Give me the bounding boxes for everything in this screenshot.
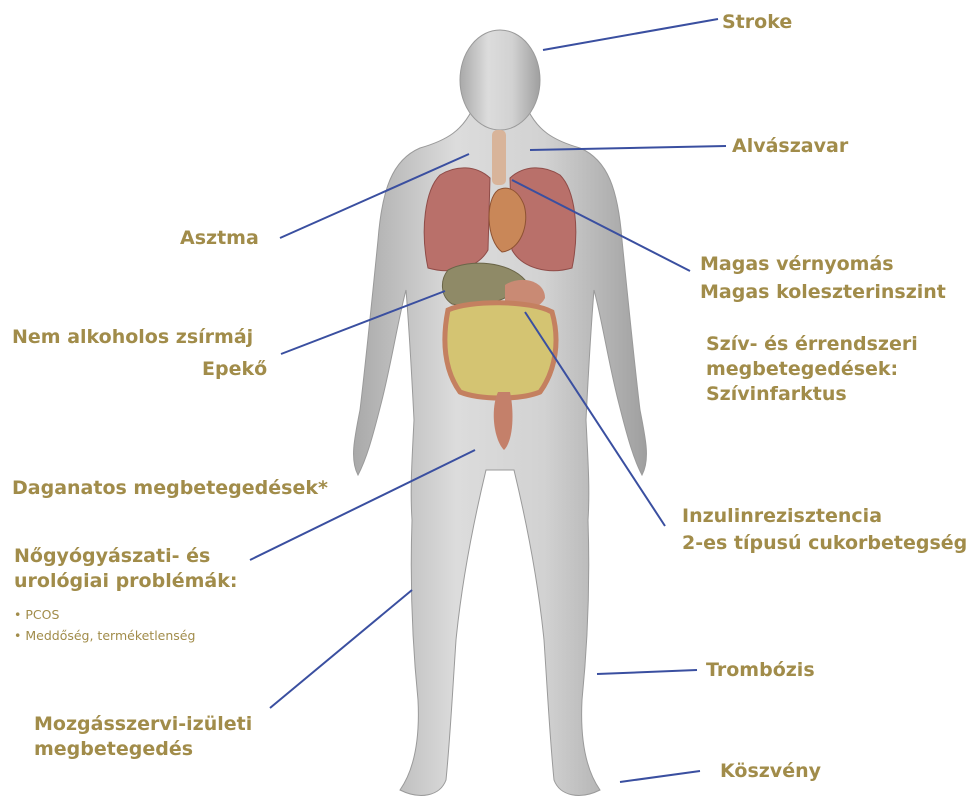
- label-diabetes: 2-es típusú cukorbetegség: [682, 531, 967, 556]
- label-gallstone: Epekő: [202, 357, 267, 382]
- label-cancer: Daganatos megbetegedések*: [12, 476, 328, 501]
- label-hypertension: Magas vérnyomás: [700, 252, 894, 277]
- gyn-uro-list-item: PCOS: [14, 604, 195, 625]
- gyn-uro-list-item: Meddőség, terméketlenség: [14, 625, 195, 646]
- label-gout: Köszvény: [720, 759, 821, 784]
- label-gyn-uro: Nőgyógyászati- és urológiai problémák:: [14, 544, 237, 594]
- label-asthma: Asztma: [180, 226, 259, 251]
- connector-stroke: [543, 19, 718, 50]
- label-cardiovascular-line1: Szív- és érrendszeri: [706, 332, 918, 357]
- label-musculoskeletal: Mozgásszervi-izületi megbetegedés: [34, 712, 252, 762]
- label-musculoskeletal-line1: Mozgásszervi-izületi: [34, 712, 252, 737]
- trachea: [492, 130, 506, 185]
- label-insulin-resistance: Inzulinrezisztencia: [682, 504, 882, 529]
- label-thrombosis: Trombózis: [706, 658, 815, 683]
- label-sleep-disorder: Alvászavar: [732, 134, 848, 159]
- gyn-uro-list: PCOS Meddőség, terméketlenség: [14, 604, 195, 646]
- label-cholesterol: Magas koleszterinszint: [700, 280, 946, 305]
- label-musculoskeletal-line2: megbetegedés: [34, 737, 252, 762]
- label-gyn-uro-line1: Nőgyógyászati- és: [14, 544, 237, 569]
- label-cardiovascular-line3: Szívinfarktus: [706, 382, 918, 407]
- connector-musculo: [270, 590, 412, 708]
- connector-gout: [620, 771, 700, 782]
- label-fatty-liver: Nem alkoholos zsírmáj: [12, 325, 253, 350]
- connector-thrombosis: [597, 670, 697, 674]
- label-cardiovascular: Szív- és érrendszeri megbetegedések: Szí…: [706, 332, 918, 407]
- label-stroke: Stroke: [722, 10, 792, 35]
- intestines: [445, 303, 556, 398]
- label-gyn-uro-line2: urológiai problémák:: [14, 569, 237, 594]
- label-cardiovascular-line2: megbetegedések:: [706, 357, 918, 382]
